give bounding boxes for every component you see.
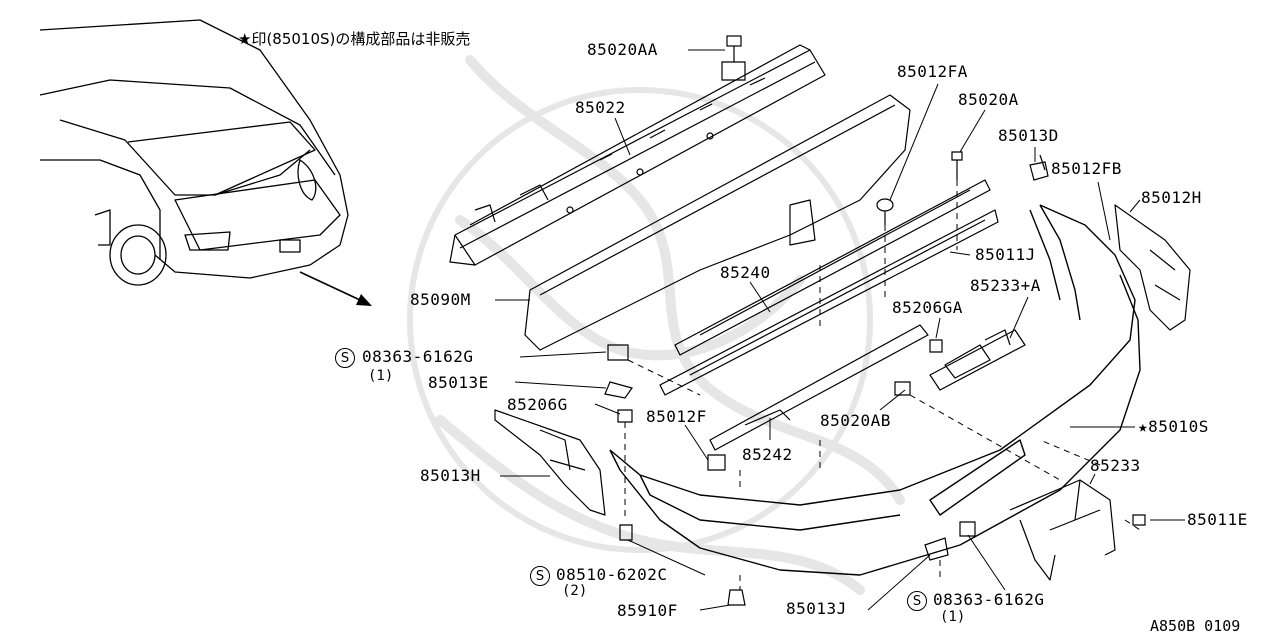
part-label-85013H[interactable]: 85013H	[420, 466, 481, 485]
service-marker-icon: S	[335, 348, 355, 368]
service-marker-icon: S	[907, 591, 927, 611]
part-label-85233[interactable]: 85233	[1090, 456, 1141, 475]
bolt-85020AA	[721, 35, 746, 81]
vehicle-outline	[39, 19, 349, 286]
part-label-85206G[interactable]: 85206G	[507, 395, 568, 414]
part-label-85233A[interactable]: 85233+A	[970, 276, 1041, 295]
part-label-85240[interactable]: 85240	[720, 263, 771, 282]
bracket-85013H	[494, 409, 606, 516]
part-label-85012FA[interactable]: 85012FA	[897, 62, 968, 81]
part-label-85013E[interactable]: 85013E	[428, 373, 489, 392]
part-label-85010S[interactable]: ★85010S	[1138, 417, 1209, 436]
part-label-08510[interactable]: 08510-6202C	[556, 565, 668, 584]
part-label-08363-bottom[interactable]: 08363-6162G	[933, 590, 1045, 609]
part-label-85020AA[interactable]: 85020AA	[587, 40, 658, 59]
rail-85242	[709, 324, 929, 451]
part-label-85012H[interactable]: 85012H	[1141, 188, 1202, 207]
quantity-08510: (2)	[562, 583, 588, 599]
part-label-85012FB[interactable]: 85012FB	[1051, 159, 1122, 178]
note-text: ★印(85010S)の構成部品は非販売	[238, 30, 471, 48]
part-label-85020A[interactable]: 85020A	[958, 90, 1019, 109]
diagram-code: A850B 0109	[1150, 617, 1241, 635]
part-label-85020AB[interactable]: 85020AB	[820, 411, 891, 430]
service-marker-icon: S	[530, 566, 550, 586]
part-label-85022[interactable]: 85022	[575, 98, 626, 117]
bumper-fascia	[609, 204, 1141, 576]
bracket-85233A	[929, 329, 1026, 391]
part-label-08363-top[interactable]: 08363-6162G	[362, 347, 474, 366]
part-label-85910F[interactable]: 85910F	[617, 601, 678, 620]
bracket-85233	[1009, 479, 1116, 581]
energy-absorber	[524, 94, 911, 351]
part-label-85242[interactable]: 85242	[742, 445, 793, 464]
part-label-85011J[interactable]: 85011J	[975, 245, 1036, 264]
part-label-85013J[interactable]: 85013J	[786, 599, 847, 618]
mounting-strips	[659, 179, 999, 396]
leader-lines	[495, 49, 1185, 611]
part-label-85012F[interactable]: 85012F	[646, 407, 707, 426]
quantity-08363-bottom: (1)	[940, 609, 966, 625]
part-label-85011E[interactable]: 85011E	[1187, 510, 1248, 529]
fasteners	[604, 151, 1146, 606]
bumper-reinforcement	[449, 44, 826, 266]
part-label-85090M[interactable]: 85090M	[410, 290, 471, 309]
watermark-emblem	[407, 55, 905, 595]
part-label-85206GA[interactable]: 85206GA	[892, 298, 963, 317]
assembly-lines	[624, 180, 1141, 590]
bracket-85012H	[1114, 204, 1191, 331]
part-label-85013D[interactable]: 85013D	[998, 126, 1059, 145]
pointer-arrow	[299, 271, 372, 306]
quantity-08363-top: (1)	[368, 368, 394, 384]
